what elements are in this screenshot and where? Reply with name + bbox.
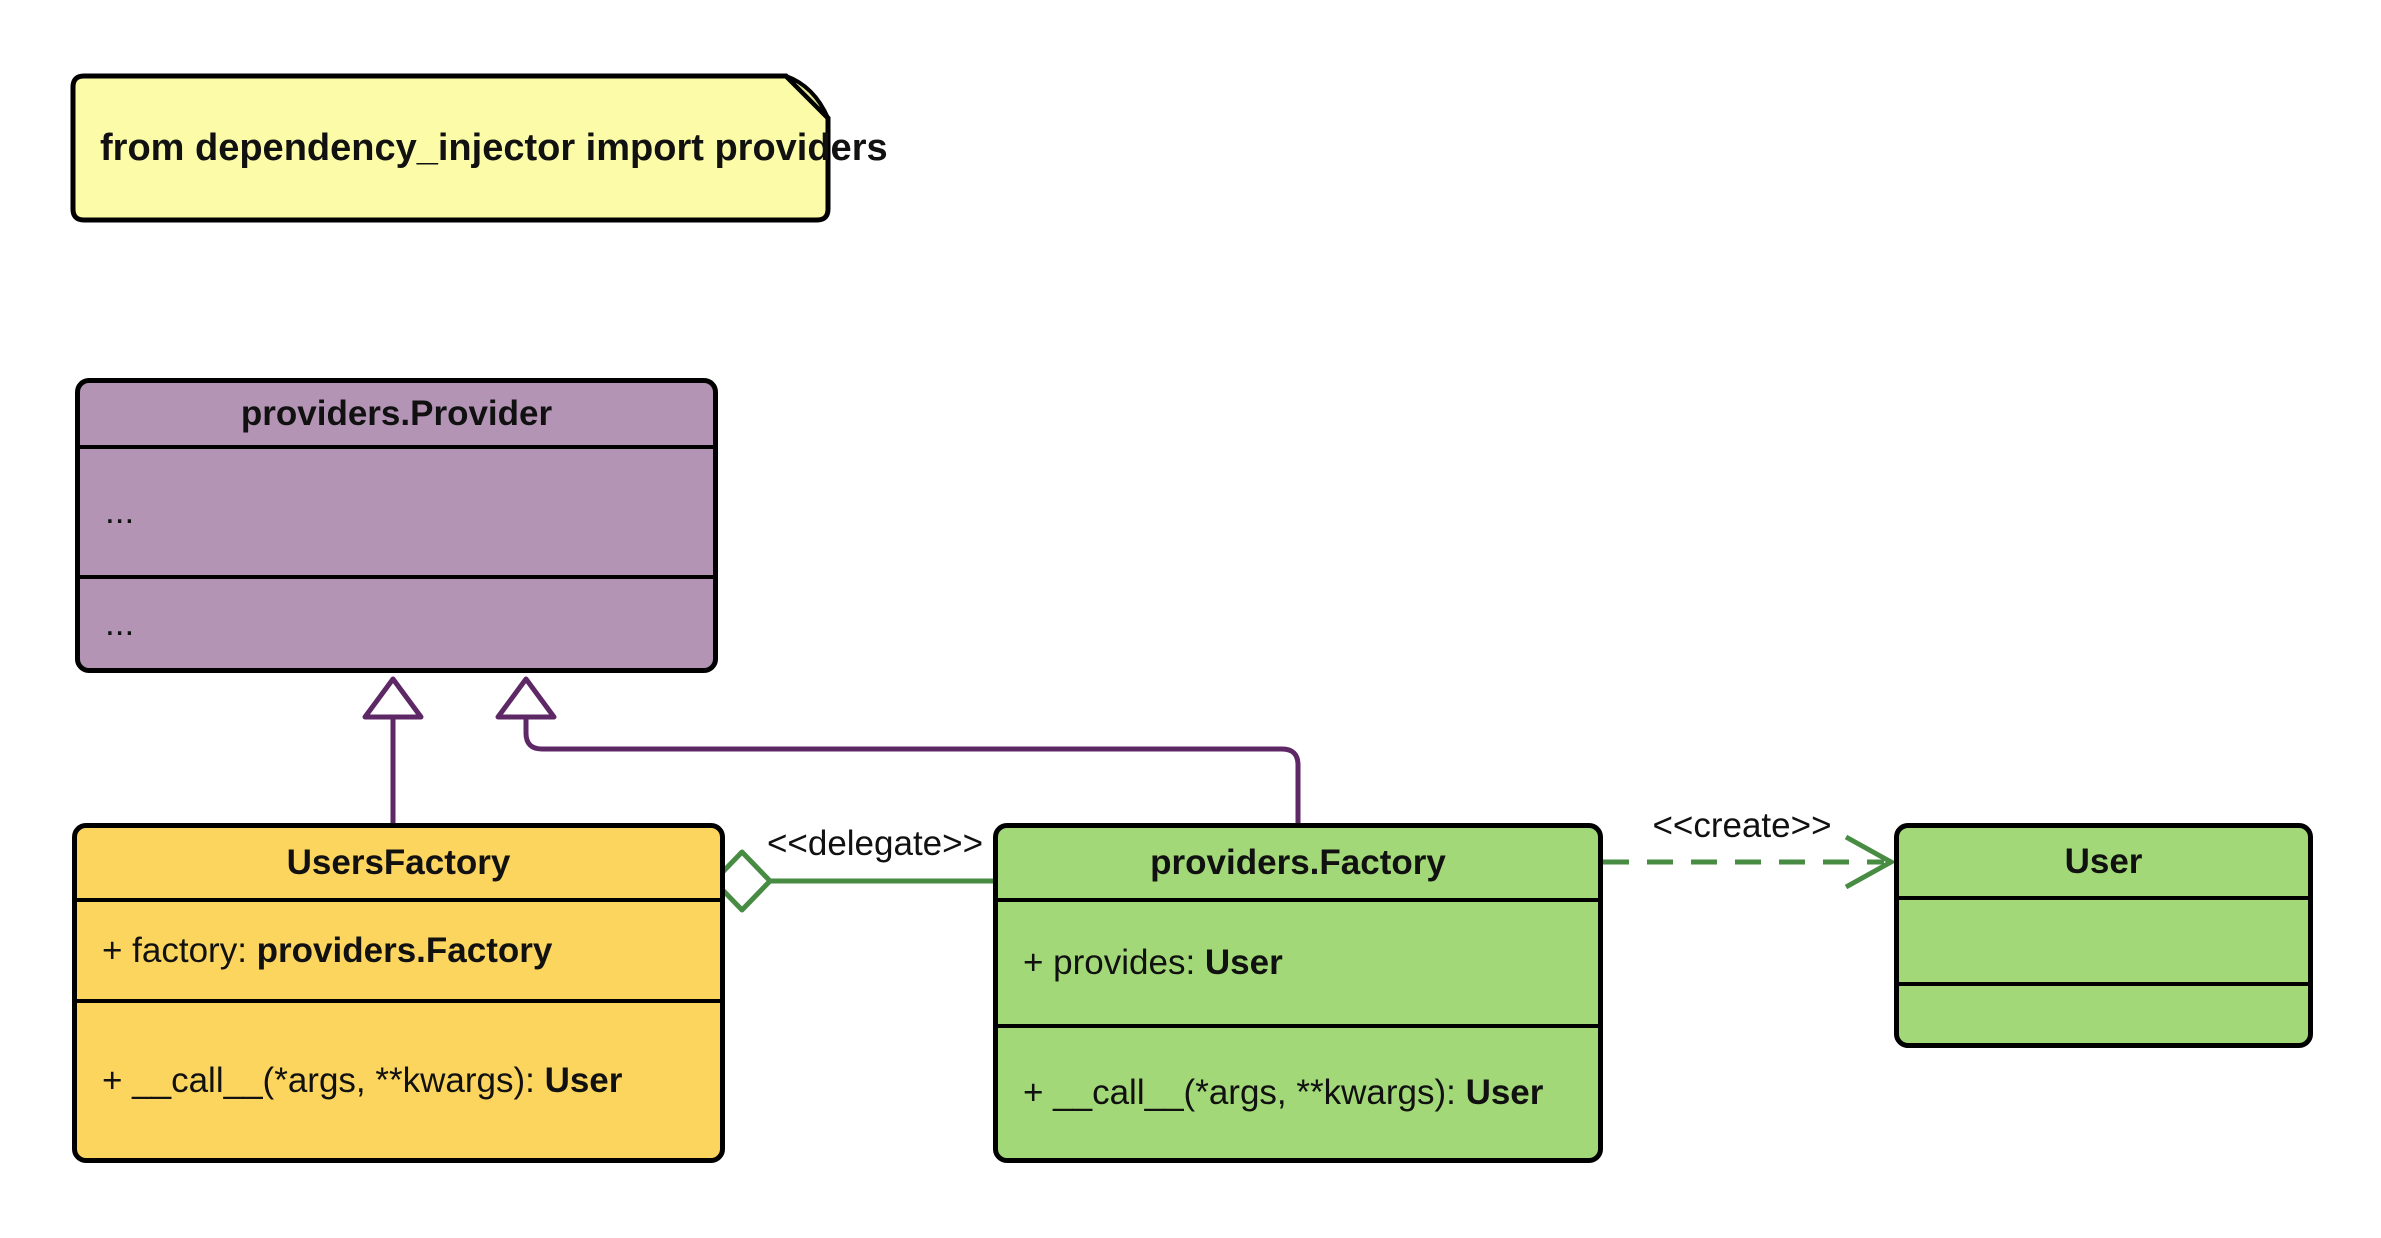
inheritance-triangle-icon (495, 676, 557, 720)
class-box-providers-provider: providers.Provider ... ... (75, 378, 718, 673)
factory-class-title: providers.Factory (1150, 843, 1446, 882)
factory-attributes-compartment: + provides: User (998, 898, 1598, 1024)
user-attributes-compartment (1899, 896, 2308, 982)
provider-methods-compartment: ... (80, 575, 713, 668)
sticky-note: from dependency_injector import provider… (70, 73, 888, 223)
provider-attributes-compartment: ... (80, 445, 713, 575)
factory-methods-compartment: + __call__(*args, **kwargs): User (998, 1024, 1598, 1158)
usersfactory-class-title: UsersFactory (286, 843, 511, 882)
note-text: from dependency_injector import provider… (100, 126, 888, 169)
usersfactory-attributes-compartment: + factory: providers.Factory (77, 898, 720, 999)
provider-class-title: providers.Provider (240, 394, 553, 433)
class-box-user: User (1894, 823, 2313, 1048)
delegate-edge-label: <<delegate>> (766, 824, 984, 863)
edge-inheritance-factory-provider (495, 676, 1301, 823)
create-edge-label: <<create>> (1652, 806, 1832, 845)
class-box-providers-factory: providers.Factory + provides: User + __c… (993, 823, 1603, 1163)
method-text: + __call__(*args, **kwargs): User (102, 1060, 623, 1100)
attribute-text: + provides: User (1023, 943, 1283, 982)
inheritance-triangle-icon (362, 676, 424, 720)
sticky-note-shape (70, 73, 831, 223)
attribute-text: + factory: providers.Factory (102, 930, 553, 970)
provider-methods-placeholder: ... (105, 603, 135, 643)
usersfactory-methods-compartment: + __call__(*args, **kwargs): User (77, 999, 720, 1158)
edge-inheritance-usersfactory-provider (362, 676, 424, 823)
user-class-title: User (2064, 842, 2143, 881)
note-fold-icon (784, 74, 830, 120)
class-box-usersfactory: UsersFactory + factory: providers.Factor… (72, 823, 725, 1163)
provider-attributes-placeholder: ... (105, 492, 135, 531)
user-methods-compartment (1899, 982, 2308, 1043)
method-text: + __call__(*args, **kwargs): User (1023, 1073, 1544, 1112)
